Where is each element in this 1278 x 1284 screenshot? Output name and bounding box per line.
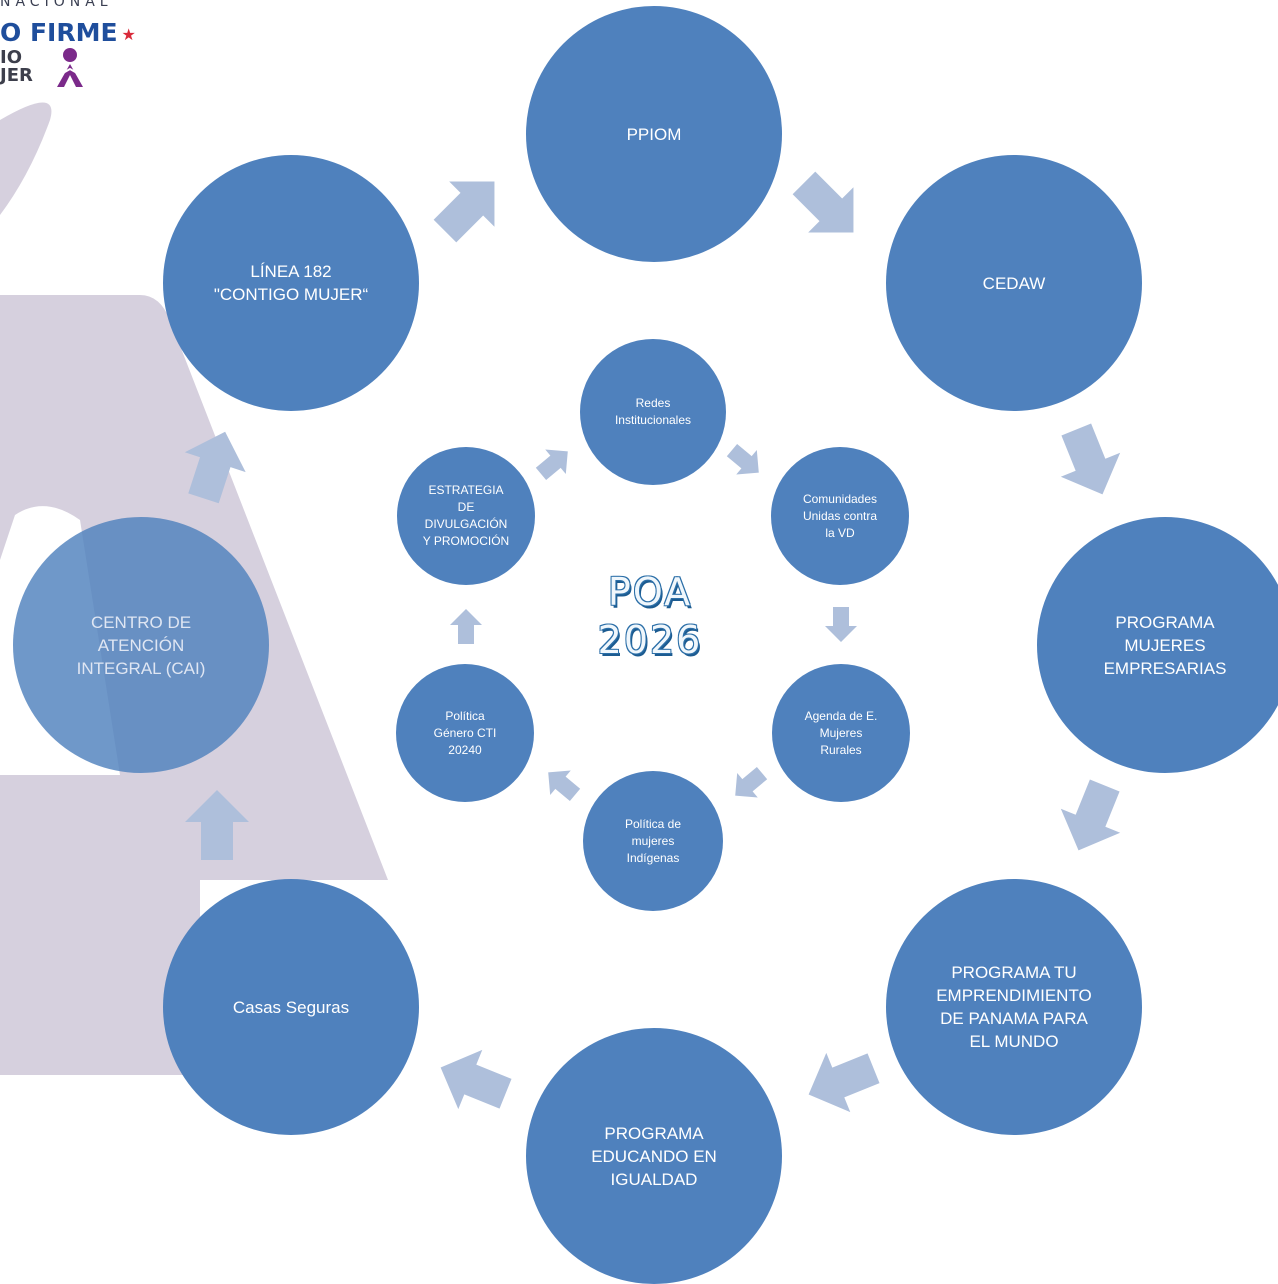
logo-text-main-label: O FIRME bbox=[0, 18, 118, 47]
node-cedaw: CEDAW bbox=[886, 155, 1142, 411]
flow-arrow bbox=[825, 607, 857, 642]
center-title: POA 2026 bbox=[560, 568, 740, 664]
node-politica-mujeres-indigenas: Política de mujeres Indígenas bbox=[583, 771, 723, 911]
logo-text-main: O FIRME★ bbox=[0, 18, 136, 47]
flow-arrow bbox=[184, 431, 246, 504]
node-programa-educando-en-igualdad-label: PROGRAMA EDUCANDO EN IGUALDAD bbox=[591, 1123, 717, 1189]
woman-figure-icon bbox=[57, 48, 83, 87]
star-icon: ★ bbox=[121, 24, 136, 44]
node-comunidades-unidas: Comunidades Unidas contra la VD bbox=[771, 447, 909, 585]
center-title-line1: POA bbox=[607, 570, 693, 614]
node-programa-mujeres-empresarias-label: PROGRAMA MUJERES EMPRESARIAS bbox=[1103, 612, 1227, 678]
logo-text-top: NACIONAL bbox=[0, 0, 113, 10]
node-centro-de-atencion-integral-label: CENTRO DE ATENCIÓN INTEGRAL (CAI) bbox=[76, 612, 206, 678]
node-estrategia-divulgacion-label: ESTRATEGIA DE DIVULGACIÓN Y PROMOCIÓN bbox=[422, 483, 510, 548]
node-agenda-mujeres-rurales: Agenda de E. Mujeres Rurales bbox=[772, 664, 910, 802]
flow-arrow bbox=[726, 443, 759, 475]
node-redes-institucionales-label: Redes Institucionales bbox=[614, 396, 692, 427]
node-centro-de-atencion-integral: CENTRO DE ATENCIÓN INTEGRAL (CAI) bbox=[13, 517, 269, 773]
node-redes-institucionales: Redes Institucionales bbox=[580, 339, 726, 485]
node-ppiom-label: PPIOM bbox=[626, 124, 682, 144]
flow-arrow bbox=[548, 770, 581, 802]
node-programa-educando-en-igualdad: PROGRAMA EDUCANDO EN IGUALDAD bbox=[526, 1028, 782, 1284]
node-ppiom: PPIOM bbox=[526, 6, 782, 262]
node-programa-tu-emprendimiento-label: PROGRAMA TU EMPRENDIMIENTO DE PANAMA PAR… bbox=[936, 963, 1092, 1051]
center-title-line2: 2026 bbox=[597, 618, 703, 662]
background-head-shape bbox=[0, 102, 52, 215]
node-agenda-mujeres-rurales-label: Agenda de E. Mujeres Rurales bbox=[804, 708, 878, 757]
flow-arrow bbox=[1060, 423, 1121, 495]
node-casas-seguras-label: Casas Seguras bbox=[232, 997, 350, 1017]
flow-arrow bbox=[535, 449, 568, 481]
node-comunidades-unidas-label: Comunidades Unidas contra la VD bbox=[802, 491, 878, 540]
flow-arrow bbox=[433, 181, 495, 243]
flow-arrow bbox=[1060, 779, 1121, 851]
node-cedaw-label: CEDAW bbox=[982, 273, 1046, 293]
logo-text-bottom-line1: IO bbox=[0, 47, 22, 68]
logo-text-bottom: IO JER bbox=[0, 49, 33, 85]
node-casas-seguras: Casas Seguras bbox=[163, 879, 419, 1135]
node-politica-genero-cti-label: Política Género CTI 20240 bbox=[433, 708, 497, 757]
node-politica-mujeres-indigenas-label: Política de mujeres Indígenas bbox=[624, 816, 682, 865]
node-linea-182: LÍNEA 182 "CONTIGO MUJER“ bbox=[163, 155, 419, 411]
logo-text-bottom-line2: JER bbox=[0, 65, 33, 86]
flow-arrow bbox=[735, 766, 768, 798]
node-linea-182-label: LÍNEA 182 "CONTIGO MUJER“ bbox=[213, 262, 369, 304]
flow-arrow bbox=[450, 609, 482, 644]
flow-arrow bbox=[185, 790, 249, 860]
node-estrategia-divulgacion: ESTRATEGIA DE DIVULGACIÓN Y PROMOCIÓN bbox=[397, 447, 535, 585]
node-politica-genero-cti: Política Género CTI 20240 bbox=[396, 664, 534, 802]
flow-arrow bbox=[808, 1052, 880, 1113]
flow-arrow bbox=[440, 1049, 512, 1110]
node-programa-tu-emprendimiento: PROGRAMA TU EMPRENDIMIENTO DE PANAMA PAR… bbox=[886, 879, 1142, 1135]
node-programa-mujeres-empresarias: PROGRAMA MUJERES EMPRESARIAS bbox=[1037, 517, 1278, 773]
flow-arrow bbox=[792, 171, 854, 233]
